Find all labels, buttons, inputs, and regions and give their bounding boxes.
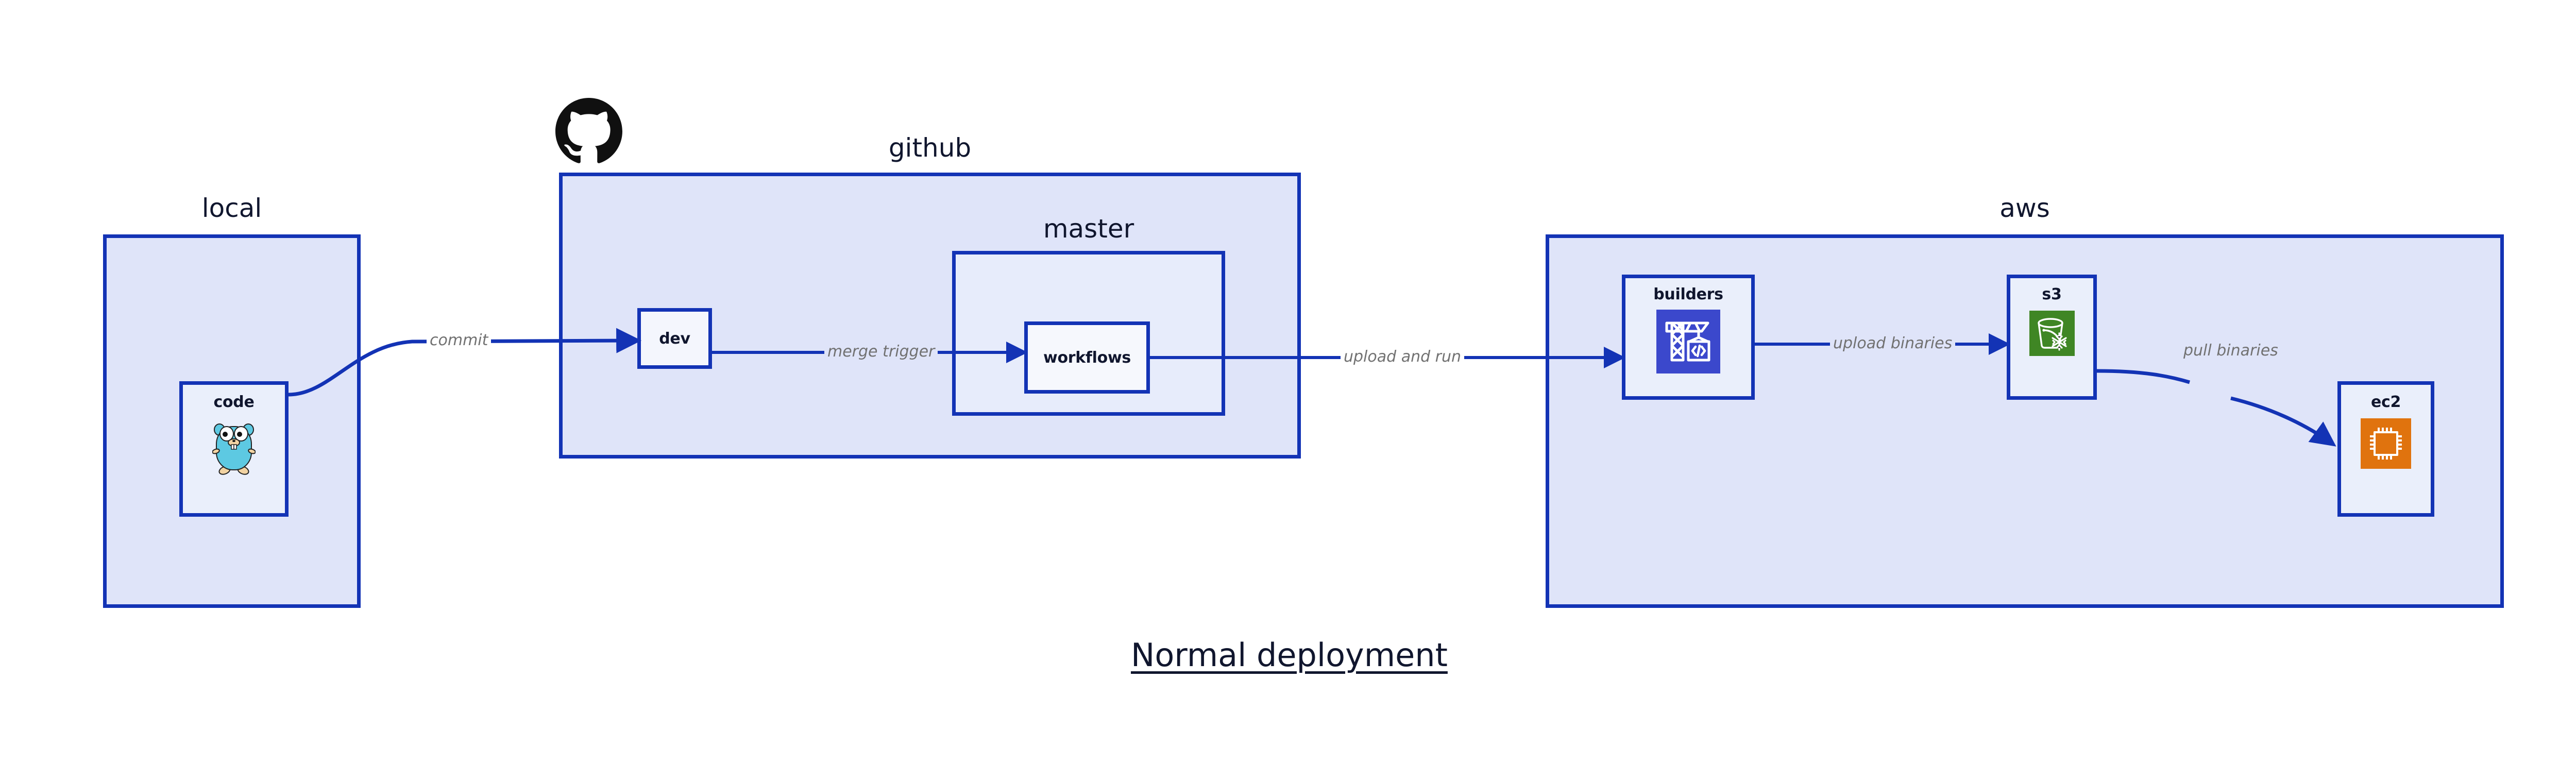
group-label-master: master: [1043, 214, 1134, 244]
edge-label-merge-trigger: merge trigger: [824, 343, 938, 361]
node-label-code: code: [213, 393, 255, 411]
aws-codebuild-icon: [1656, 310, 1720, 373]
node-workflows[interactable]: workflows: [1024, 321, 1150, 394]
edge-label-commit: commit: [427, 331, 492, 349]
node-label-workflows: workflows: [1043, 348, 1131, 367]
node-label-dev: dev: [659, 329, 690, 348]
edge-label-pull-binaries: pull binaries: [2180, 342, 2281, 360]
group-label-local: local: [201, 193, 262, 223]
aws-s3-glacier-icon: [2029, 311, 2075, 356]
node-s3[interactable]: s3: [2007, 275, 2097, 400]
aws-ec2-icon: [2361, 418, 2411, 469]
node-label-builders: builders: [1653, 285, 1723, 303]
node-label-ec2: ec2: [2370, 393, 2401, 411]
edge-label-upload-binaries: upload binaries: [1830, 334, 1956, 352]
go-gopher-icon: [212, 423, 256, 475]
node-ec2[interactable]: ec2: [2337, 381, 2434, 517]
group-label-github: github: [888, 133, 972, 163]
group-label-aws: aws: [1999, 193, 2050, 223]
diagram-title: Normal deployment: [1131, 636, 1448, 674]
node-dev[interactable]: dev: [637, 308, 712, 369]
node-label-s3: s3: [2042, 285, 2062, 303]
edge-label-upload-and-run: upload and run: [1341, 348, 1465, 366]
github-octocat-logo: [555, 98, 622, 163]
node-builders[interactable]: builders: [1622, 275, 1755, 400]
node-code[interactable]: code: [179, 381, 289, 517]
